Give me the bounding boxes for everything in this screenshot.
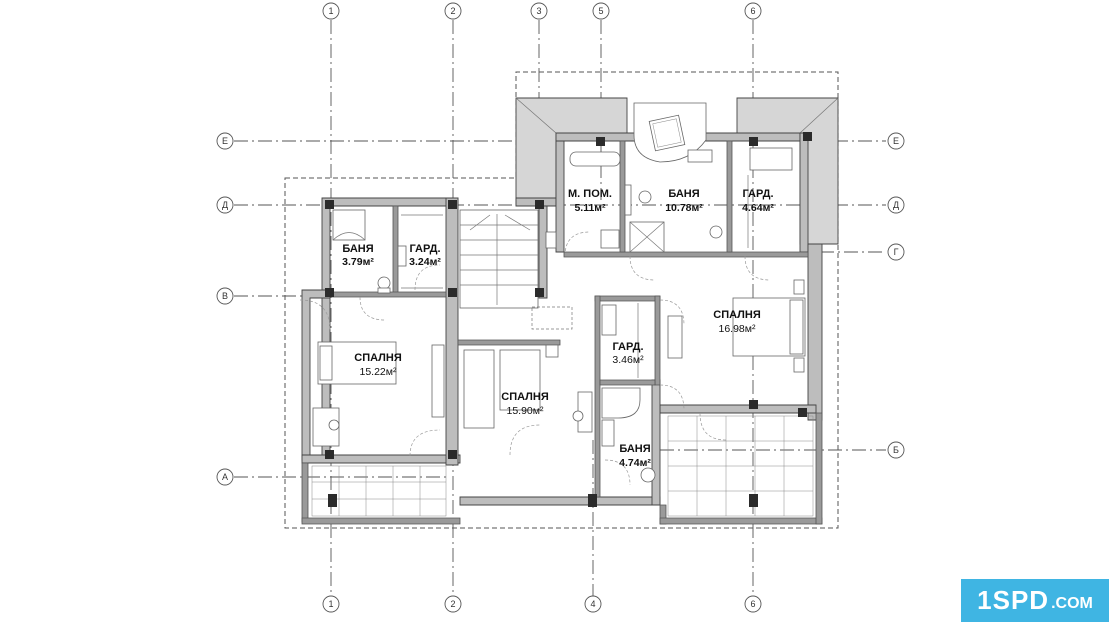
axis-bubble-top-5: 5: [592, 2, 610, 20]
svg-text:15.90м²: 15.90м²: [507, 405, 544, 417]
room-wardrobe-2: ГАРД. 4.64м²: [742, 188, 774, 214]
room-utility: М. ПОМ. 5.11м²: [568, 188, 612, 214]
room-bedroom-2: СПАЛНЯ 15.90м²: [501, 391, 549, 417]
site-logo[interactable]: 1SPD .COM: [961, 579, 1109, 622]
logo-suffix: .COM: [1051, 594, 1093, 612]
roof-outline: [284, 71, 839, 529]
svg-text:Д: Д: [222, 200, 228, 210]
svg-text:3.79м²: 3.79м²: [342, 256, 374, 268]
room-wardrobe-3: ГАРД. 3.46м²: [612, 341, 644, 366]
svg-text:3: 3: [536, 6, 541, 16]
svg-text:3.46м²: 3.46м²: [612, 354, 644, 366]
axis-bubble-bottom-2: 2: [444, 595, 462, 613]
svg-text:Д: Д: [893, 200, 899, 210]
terrace-left-tiles: [311, 465, 447, 517]
room-wardrobe-1: ГАРД. 3.24м²: [409, 243, 441, 268]
svg-text:6: 6: [750, 6, 755, 16]
svg-text:4.74м²: 4.74м²: [619, 457, 651, 469]
svg-text:В: В: [222, 291, 228, 301]
axis-bubble-right-E: Е: [887, 132, 905, 150]
room-bath-2: БАНЯ 10.78м²: [665, 188, 703, 214]
terrace-right-tiles: [667, 415, 814, 517]
svg-text:ГАРД.: ГАРД.: [409, 243, 440, 255]
svg-text:БАНЯ: БАНЯ: [342, 243, 373, 255]
axis-bubble-left-E: Е: [216, 132, 234, 150]
room-bath-1: БАНЯ 3.79м²: [342, 243, 374, 268]
room-bedroom-1: СПАЛНЯ 15.22м²: [354, 352, 402, 378]
svg-text:4.64м²: 4.64м²: [742, 202, 774, 214]
svg-text:А: А: [222, 472, 228, 482]
svg-text:4: 4: [590, 599, 595, 609]
svg-text:Б: Б: [893, 445, 899, 455]
door-swings: [299, 231, 771, 486]
svg-text:СПАЛНЯ: СПАЛНЯ: [501, 391, 549, 403]
room-labels: БАНЯ 3.79м² ГАРД. 3.24м² М. ПОМ. 5.11м² …: [342, 188, 774, 469]
room-bath-3: БАНЯ 4.74м²: [619, 443, 651, 469]
svg-text:1: 1: [328, 6, 333, 16]
walls: [301, 132, 823, 525]
axis-bubble-bottom-4: 4: [584, 595, 602, 613]
svg-text:15.22м²: 15.22м²: [360, 366, 397, 378]
bathroom-fixtures: [332, 102, 793, 483]
svg-text:16.98м²: 16.98м²: [719, 323, 756, 335]
room-bedroom-3: СПАЛНЯ 16.98м²: [713, 309, 761, 335]
svg-text:Е: Е: [222, 136, 228, 146]
axis-bubble-left-D: Д: [216, 196, 234, 214]
svg-text:5.11м²: 5.11м²: [574, 202, 606, 214]
logo-text: 1SPD: [977, 585, 1050, 615]
bedroom-furniture: [312, 279, 806, 447]
svg-text:БАНЯ: БАНЯ: [619, 443, 650, 455]
axis-bubble-right-D: Д: [887, 196, 905, 214]
axis-bubble-top-6: 6: [744, 2, 762, 20]
axis-bubble-left-V: В: [216, 287, 234, 305]
svg-text:10.78м²: 10.78м²: [665, 202, 703, 214]
axis-bubble-bottom-1: 1: [322, 595, 340, 613]
axis-bubble-right-G: Г: [887, 243, 905, 261]
svg-text:ГАРД.: ГАРД.: [742, 188, 773, 200]
svg-text:2: 2: [450, 6, 455, 16]
axis-bubble-top-2: 2: [444, 2, 462, 20]
svg-text:Е: Е: [893, 136, 899, 146]
svg-text:3.24м²: 3.24м²: [409, 256, 441, 268]
svg-text:М. ПОМ.: М. ПОМ.: [568, 188, 612, 200]
columns: [325, 132, 812, 507]
axis-bubble-bottom-6: 6: [744, 595, 762, 613]
staircase: [459, 209, 573, 330]
svg-text:СПАЛНЯ: СПАЛНЯ: [713, 309, 761, 321]
svg-text:5: 5: [598, 6, 603, 16]
svg-text:1: 1: [328, 599, 333, 609]
axis-bubble-top-3: 3: [530, 2, 548, 20]
axis-bubble-right-B: Б: [887, 441, 905, 459]
svg-text:ГАРД.: ГАРД.: [612, 341, 643, 353]
svg-text:6: 6: [750, 599, 755, 609]
svg-text:2: 2: [450, 599, 455, 609]
svg-text:БАНЯ: БАНЯ: [668, 188, 699, 200]
axis-bubble-left-A: А: [216, 468, 234, 486]
svg-text:СПАЛНЯ: СПАЛНЯ: [354, 352, 402, 364]
svg-text:Г: Г: [894, 247, 899, 257]
axis-bubble-top-1: 1: [322, 2, 340, 20]
